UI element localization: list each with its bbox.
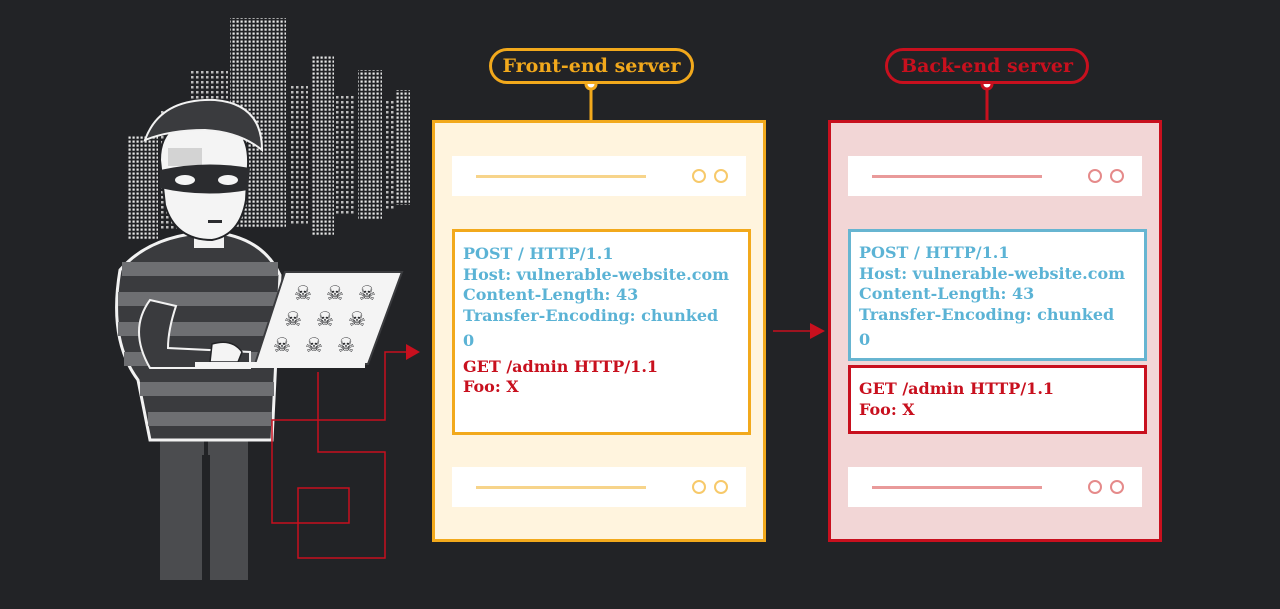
network-wires bbox=[271, 351, 410, 559]
request-line: POST / HTTP/1.1 bbox=[859, 243, 1010, 262]
content-length-header: Content-Length: 43 bbox=[859, 284, 1035, 303]
rack-line bbox=[476, 175, 646, 178]
rack-led bbox=[1110, 169, 1124, 183]
server-rack-top bbox=[848, 156, 1142, 196]
rack-led bbox=[1088, 169, 1102, 183]
back-request-box: POST / HTTP/1.1 Host: vulnerable-website… bbox=[848, 229, 1147, 361]
front-end-server-label: Front-end server bbox=[489, 48, 694, 84]
laptop-icon: ☠☠☠ ☠☠☠ ☠☠☠ bbox=[195, 271, 404, 368]
server-rack-bottom bbox=[452, 467, 746, 507]
arrow-right-icon bbox=[810, 323, 825, 339]
rack-led bbox=[1088, 480, 1102, 494]
host-header: Host: vulnerable-website.com bbox=[859, 263, 1126, 283]
rack-led bbox=[714, 169, 728, 183]
front-request-box: POST / HTTP/1.1 Host: vulnerable-website… bbox=[452, 229, 751, 435]
svg-text:☠: ☠ bbox=[337, 333, 355, 357]
smuggled-request-line: GET /admin HTTP/1.1 bbox=[463, 356, 659, 376]
rack-led bbox=[714, 480, 728, 494]
rack-led bbox=[1110, 480, 1124, 494]
transfer-encoding-header: Transfer-Encoding: chunked bbox=[463, 305, 719, 325]
svg-text:☠: ☠ bbox=[326, 281, 344, 305]
transfer-encoding-header: Transfer-Encoding: chunked bbox=[859, 304, 1115, 324]
content-length-header: Content-Length: 43 bbox=[463, 285, 639, 304]
svg-text:☠: ☠ bbox=[273, 333, 291, 357]
svg-text:☠: ☠ bbox=[358, 281, 376, 305]
svg-text:☠: ☠ bbox=[305, 333, 323, 357]
arrow-right-icon bbox=[406, 344, 420, 360]
server-rack-bottom bbox=[848, 467, 1142, 507]
svg-text:☠: ☠ bbox=[348, 307, 366, 331]
back-end-server: POST / HTTP/1.1 Host: vulnerable-website… bbox=[828, 120, 1162, 542]
rack-led bbox=[692, 169, 706, 183]
smuggled-request-box: GET /admin HTTP/1.1 Foo: X bbox=[848, 365, 1147, 434]
svg-text:☠: ☠ bbox=[294, 281, 312, 305]
rack-line bbox=[872, 175, 1042, 178]
smuggled-header: Foo: X bbox=[859, 399, 915, 419]
svg-text:☠: ☠ bbox=[284, 307, 302, 331]
svg-text:☠: ☠ bbox=[316, 307, 334, 331]
hacker-icon bbox=[115, 98, 282, 580]
smuggled-request-line: GET /admin HTTP/1.1 bbox=[859, 379, 1055, 398]
chunk-terminator: 0 bbox=[859, 330, 871, 349]
rack-line bbox=[872, 486, 1042, 489]
chunk-terminator: 0 bbox=[463, 331, 475, 350]
smuggled-header: Foo: X bbox=[463, 377, 519, 396]
rack-line bbox=[476, 486, 646, 489]
host-header: Host: vulnerable-website.com bbox=[463, 264, 730, 284]
server-rack-top bbox=[452, 156, 746, 196]
request-line: POST / HTTP/1.1 bbox=[463, 244, 614, 263]
skull-crossbones-icon: ☠☠☠ ☠☠☠ ☠☠☠ bbox=[273, 281, 376, 357]
front-end-server: POST / HTTP/1.1 Host: vulnerable-website… bbox=[432, 120, 766, 542]
back-end-server-label: Back-end server bbox=[885, 48, 1089, 84]
rack-led bbox=[692, 480, 706, 494]
